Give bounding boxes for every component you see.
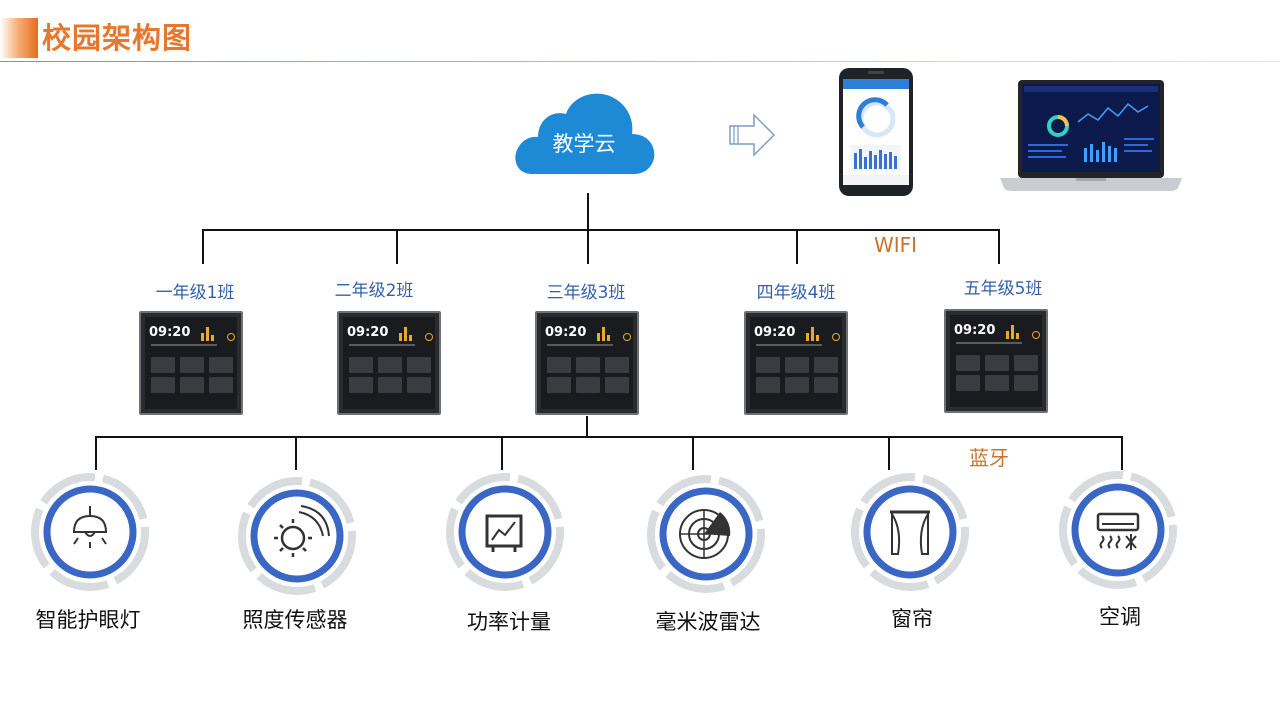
sun-sensor-icon xyxy=(238,477,356,595)
radar-icon xyxy=(647,475,765,593)
cloud-label: 教学云 xyxy=(552,132,616,156)
branch-line xyxy=(95,436,97,470)
control-panel: 09:20 xyxy=(337,311,441,415)
control-panel: 09:20 xyxy=(139,311,243,415)
page-title: 校园架构图 xyxy=(42,21,193,55)
class-label: 四年级4班 xyxy=(756,283,836,303)
branch-line xyxy=(501,436,503,470)
cloud-trunk-line xyxy=(587,193,589,230)
class-label: 三年级3班 xyxy=(546,283,626,303)
class-label: 一年级1班 xyxy=(155,283,235,303)
branch-line xyxy=(396,229,398,264)
panel-time: 09:20 xyxy=(954,323,996,338)
cloud-icon xyxy=(515,93,655,174)
class-label: 五年级5班 xyxy=(963,279,1043,299)
panel-time: 09:20 xyxy=(545,325,587,340)
device-label: 照度传感器 xyxy=(242,608,348,632)
control-panel: 09:20 xyxy=(744,311,848,415)
pendant-lamp-icon xyxy=(31,473,149,591)
class-label: 二年级2班 xyxy=(334,281,414,301)
branch-line xyxy=(202,229,204,264)
branch-line xyxy=(692,436,694,470)
branch-line xyxy=(1121,436,1123,470)
panel-trunk-line xyxy=(586,416,588,437)
device-label: 空调 xyxy=(1099,605,1141,629)
device-label: 毫米波雷达 xyxy=(655,610,761,634)
device-label: 智能护眼灯 xyxy=(35,608,141,632)
air-conditioner-icon xyxy=(1059,471,1177,589)
bluetooth-bus-line xyxy=(95,436,1123,438)
control-panel: 09:20 xyxy=(944,309,1048,413)
branch-line xyxy=(796,229,798,264)
header-divider xyxy=(0,61,1280,62)
laptop-icon xyxy=(1000,80,1182,191)
branch-line xyxy=(587,229,589,264)
panel-time: 09:20 xyxy=(149,325,191,340)
wifi-label: WIFI xyxy=(874,233,918,257)
header-accent-bar xyxy=(0,18,38,58)
bluetooth-label: 蓝牙 xyxy=(969,446,1009,470)
branch-line xyxy=(888,436,890,470)
panel-time: 09:20 xyxy=(754,325,796,340)
device-label: 功率计量 xyxy=(467,610,551,634)
branch-line xyxy=(295,436,297,470)
device-label: 窗帘 xyxy=(891,607,933,631)
curtain-icon xyxy=(851,473,969,591)
arrow-right-icon xyxy=(729,113,776,157)
smartphone-icon xyxy=(839,68,913,196)
panel-time: 09:20 xyxy=(347,325,389,340)
power-meter-icon xyxy=(446,473,564,591)
branch-line xyxy=(998,229,1000,264)
wifi-bus-line xyxy=(202,229,1000,231)
control-panel: 09:20 xyxy=(535,311,639,415)
